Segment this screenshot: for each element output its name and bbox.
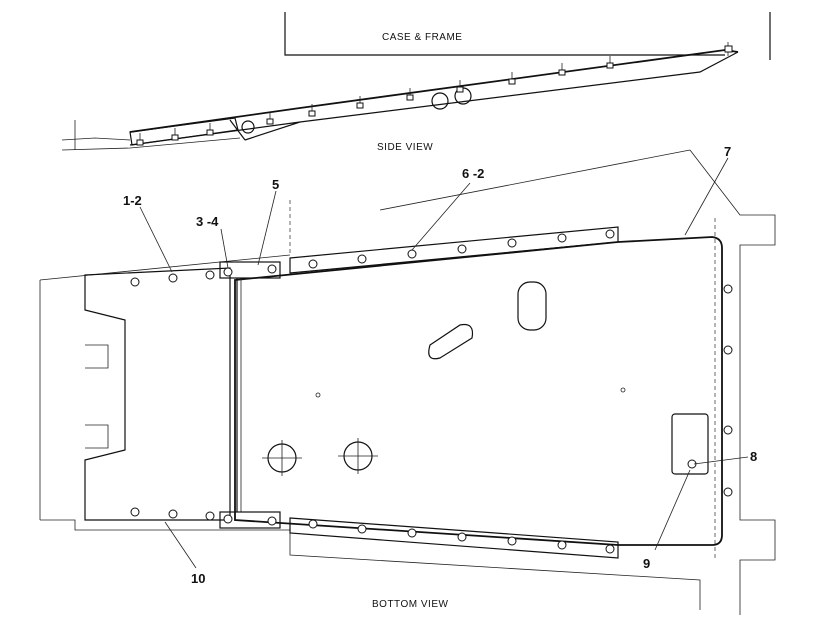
oval-opening <box>428 323 474 360</box>
leader-lines <box>139 157 749 569</box>
top-bracket <box>219 261 281 279</box>
plate-bolts <box>130 229 733 554</box>
callout-10: 10 <box>191 571 205 586</box>
top-strip <box>289 226 619 274</box>
round-hole-crosshairs <box>262 438 378 476</box>
bottom-bracket <box>219 511 281 529</box>
case-frame-outline <box>284 12 771 60</box>
bottom-view-label: BOTTOM VIEW <box>372 599 448 610</box>
access-cover <box>671 413 709 475</box>
callout-3-4: 3 -4 <box>196 214 219 229</box>
left-plate <box>84 267 231 521</box>
side-view: CASE & FRAME SIDE VIEW <box>61 12 771 153</box>
left-plate-tabs <box>85 344 109 449</box>
main-guard-plate <box>234 236 723 546</box>
side-mount-ring <box>241 120 255 134</box>
side-view-label: SIDE VIEW <box>377 142 433 153</box>
side-bolts <box>136 42 733 146</box>
bottom-strip <box>289 517 619 559</box>
frame-phantom <box>289 200 716 560</box>
slot-opening <box>517 281 547 331</box>
bottom-view: 1-2 3 -4 5 6 -2 7 8 9 10 BOTTOM VIEW <box>39 144 776 615</box>
callout-8: 8 <box>750 449 757 464</box>
side-left-stub <box>61 120 241 151</box>
callout-9: 9 <box>643 556 650 571</box>
callout-5: 5 <box>272 177 279 192</box>
side-hole-1 <box>431 92 449 110</box>
side-rail-lower <box>129 51 739 146</box>
case-frame-label: CASE & FRAME <box>382 32 462 43</box>
side-guard-plate <box>129 117 239 146</box>
callout-6-2: 6 -2 <box>462 166 484 181</box>
callout-7: 7 <box>724 144 731 159</box>
callout-1-2: 1-2 <box>123 193 142 208</box>
